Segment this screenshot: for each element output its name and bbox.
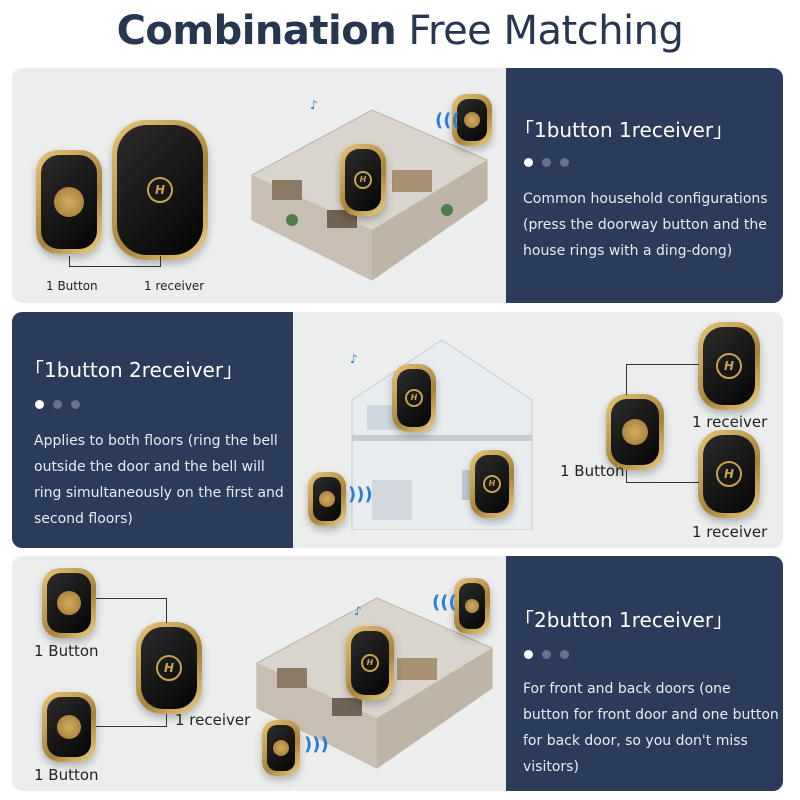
- signal-wave-icon: (((: [435, 110, 460, 131]
- pagination-dots: [35, 400, 80, 409]
- config-description: Applies to both floors (ring the bell ou…: [34, 433, 284, 527]
- config-heading: 「2button 1receiver」: [514, 608, 734, 632]
- doorbell-receiver-icon: H: [136, 622, 202, 714]
- connector-line: [626, 470, 699, 483]
- dot: [71, 400, 80, 409]
- dot: [524, 650, 533, 659]
- dot: [560, 158, 569, 167]
- panel-1button-1receiver: H 1 Button 1 receiver H ((( ♪ 「1button 1…: [12, 68, 783, 303]
- doorbell-receiver-icon: H: [392, 364, 436, 432]
- doorbell-button-icon: [454, 578, 490, 634]
- label-receiver-bottom: 1 receiver: [692, 523, 768, 541]
- doorbell-button-icon: [308, 472, 346, 526]
- pagination-dots: [524, 650, 569, 659]
- signal-wave-icon: ))): [348, 484, 373, 505]
- dot: [35, 400, 44, 409]
- connector-line: [69, 256, 161, 267]
- doorbell-button-icon: [262, 720, 300, 776]
- doorbell-receiver-icon: H: [346, 626, 394, 700]
- doorbell-button-icon: [606, 394, 664, 470]
- connector-line: [626, 364, 699, 395]
- signal-wave-icon: (((: [432, 592, 457, 613]
- pagination-dots: [524, 158, 569, 167]
- connector-line: [96, 714, 167, 727]
- connector-line: [96, 598, 167, 623]
- doorbell-receiver-icon: H: [470, 450, 514, 518]
- doorbell-receiver-icon: H: [340, 144, 386, 216]
- config-description: For front and back doors (one button for…: [523, 681, 779, 775]
- label-receiver: 1 receiver: [175, 711, 251, 729]
- info-block: 「1button 2receiver」 Applies to both floo…: [12, 312, 293, 548]
- doorbell-button-icon: [452, 94, 492, 146]
- doorbell-button-icon: [36, 150, 102, 254]
- label-button-bottom: 1 Button: [34, 766, 99, 784]
- config-heading: 「1button 2receiver」: [24, 358, 244, 382]
- doorbell-button-icon: [42, 568, 96, 638]
- label-button-top: 1 Button: [34, 642, 99, 660]
- label-button: 1 Button: [46, 279, 98, 293]
- page-title: Combination Free Matching: [0, 8, 800, 54]
- dot: [542, 158, 551, 167]
- label-receiver: 1 receiver: [144, 279, 205, 293]
- label-button: 1 Button: [560, 462, 625, 480]
- panel-2button-1receiver: H 1 Button 1 receiver 1 Button H ((( )))…: [12, 556, 783, 791]
- label-receiver-top: 1 receiver: [692, 413, 768, 431]
- info-block: 「2button 1receiver」 For front and back d…: [506, 556, 783, 791]
- config-heading: 「1button 1receiver」: [514, 118, 734, 142]
- config-description: Common household configurations (press t…: [523, 191, 768, 259]
- signal-wave-icon: ))): [304, 734, 329, 755]
- title-bold: Combination: [116, 8, 397, 54]
- dot: [560, 650, 569, 659]
- doorbell-button-icon: [42, 692, 96, 762]
- panel-1button-2receiver: 「1button 2receiver」 Applies to both floo…: [12, 312, 783, 548]
- doorbell-receiver-icon: H: [698, 322, 760, 410]
- dot: [524, 158, 533, 167]
- dot: [53, 400, 62, 409]
- music-note-icon: ♪: [310, 98, 318, 112]
- music-note-icon: ♪: [350, 352, 358, 366]
- doorbell-receiver-icon: H: [112, 120, 208, 260]
- music-note-icon: ♪: [354, 604, 362, 618]
- doorbell-receiver-icon: H: [698, 430, 760, 518]
- dot: [542, 650, 551, 659]
- info-block: 「1button 1receiver」 Common household con…: [506, 68, 783, 303]
- title-light: Free Matching: [408, 8, 684, 54]
